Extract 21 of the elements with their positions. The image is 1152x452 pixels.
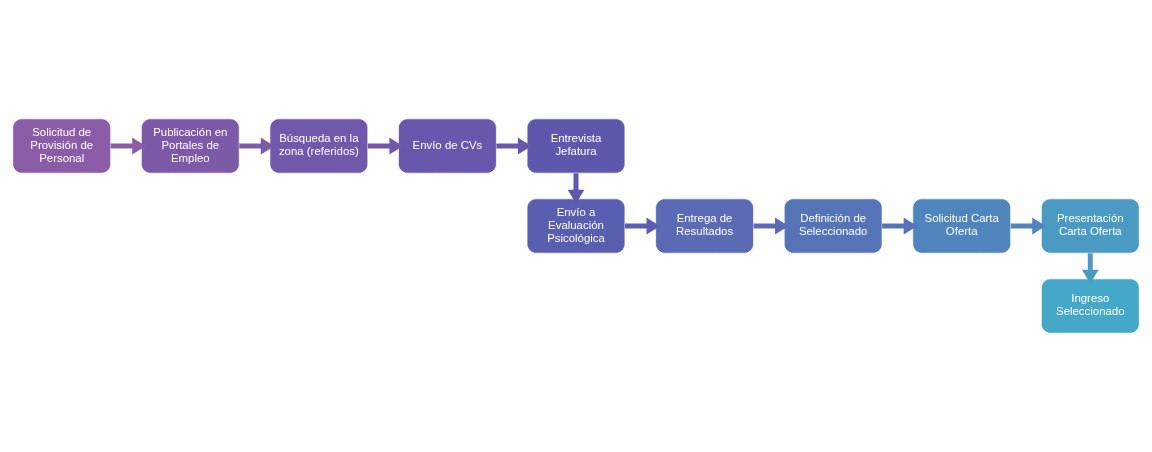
node-box: Definición de Seleccionado [783, 198, 883, 254]
node-box: Ingreso Seleccionado [1041, 278, 1140, 334]
node-box: Búsqueda en la zona (referidos) [269, 118, 369, 174]
arrow [753, 217, 789, 235]
arrow [567, 173, 585, 204]
node-box: Presentación Carta Oferta [1041, 198, 1140, 254]
node-box: Envío a Evaluación Psicológica [526, 198, 626, 254]
arrow [1010, 217, 1046, 235]
node-box: Entrevista Jefatura [526, 118, 626, 174]
arrow [110, 137, 146, 155]
node-box: Envío de CVs [398, 118, 497, 174]
node-box: Entrega de Resultados [655, 198, 754, 254]
arrow [496, 137, 532, 155]
node-box: Publicación en Portales de Empleo [141, 118, 240, 174]
arrow [239, 137, 275, 155]
arrow [882, 217, 918, 235]
arrow [624, 217, 661, 235]
node-box: Solicitud de Provisión de Personal [12, 118, 111, 174]
node-box: Solicitud Carta Oferta [912, 198, 1011, 254]
arrow [1081, 253, 1099, 284]
arrow [367, 137, 404, 155]
